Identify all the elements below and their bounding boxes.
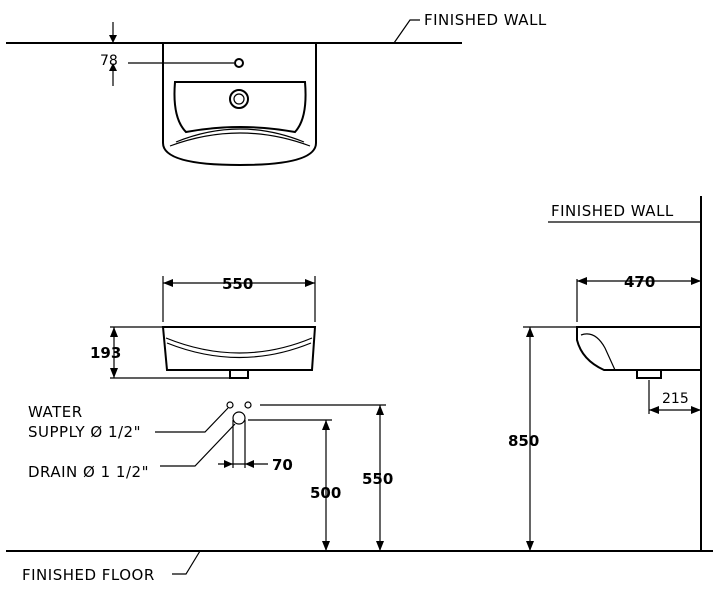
dim-78-arrow-bottom (109, 63, 117, 71)
dim-850-text: 850 (508, 432, 539, 450)
water-supply-symbol-right (244, 401, 252, 409)
water-supply-label-line2: SUPPLY Ø 1/2" (28, 423, 141, 441)
dim-193-text: 193 (90, 344, 121, 362)
side-view: FINISHED WALL 470 850 215 (508, 196, 702, 551)
tap-hole (234, 58, 244, 68)
dim-470-arrow-left (577, 277, 587, 285)
dim-550-height-text: 550 (362, 470, 393, 488)
front-view: 550 193 WATER SUPPLY Ø 1/2" DRAIN Ø 1 1/… (6, 275, 713, 584)
basin-side-drain-outlet (636, 369, 662, 379)
dim-850-arrow-top (526, 327, 534, 337)
dim-70-arrow-left (224, 460, 233, 468)
dim-470-arrow-right (691, 277, 701, 285)
basin-front-drain-outlet (229, 369, 249, 379)
dim-215-arrow-left (649, 406, 659, 414)
dim-500-text: 500 (310, 484, 341, 502)
finished-wall-label-top: FINISHED WALL (424, 11, 547, 29)
basin-plan-outline (162, 43, 317, 167)
basin-drain-circle-outer (229, 89, 249, 109)
finished-wall-leader-top (393, 19, 420, 44)
finished-floor-leader (172, 550, 201, 575)
basin-drain-circle-inner (233, 93, 245, 105)
dim-78-text: 78 (100, 53, 118, 69)
basin-front-bowl-curve (165, 337, 313, 354)
dim-193-arrow-bottom (110, 368, 118, 378)
basin-side-inner (580, 333, 616, 371)
dim-215-arrow-right (691, 406, 701, 414)
basin-front-bowl-curve-inner (166, 342, 312, 359)
dim-850-arrow-bottom (526, 541, 534, 551)
water-supply-leader (155, 407, 229, 433)
basin-plan-bowl (173, 81, 307, 134)
dim-70-text: 70 (272, 456, 293, 474)
dim-550-width-text: 550 (222, 275, 253, 293)
basin-front-outline (161, 326, 317, 371)
dim-550-width-arrow-right (305, 279, 315, 287)
basin-side-outline (576, 326, 702, 371)
dim-470-text: 470 (624, 273, 655, 291)
finished-wall-label-side: FINISHED WALL (551, 202, 674, 220)
dim-550-height-arrow-top (376, 405, 384, 415)
water-label-line1: WATER (28, 403, 83, 421)
basin-plan-front-rim-inner (175, 128, 305, 143)
dim-78-arrow-top (109, 35, 117, 43)
dim-550-height-arrow-bottom (376, 541, 384, 551)
basin-plan-front-rim (169, 132, 311, 147)
plan-view: FINISHED WALL 78 (6, 11, 547, 167)
dim-215-text: 215 (662, 391, 689, 407)
dim-500-arrow-bottom (322, 541, 330, 551)
dim-193-arrow-top (110, 327, 118, 337)
finished-floor-label: FINISHED FLOOR (22, 566, 155, 584)
dim-70-arrow-right (245, 460, 254, 468)
dim-550-width-arrow-left (163, 279, 173, 287)
drain-symbol (232, 411, 246, 425)
water-supply-symbol-left (226, 401, 234, 409)
dim-500-arrow-top (322, 420, 330, 430)
drain-leader (160, 423, 236, 467)
drain-label: DRAIN Ø 1 1/2" (28, 463, 149, 481)
